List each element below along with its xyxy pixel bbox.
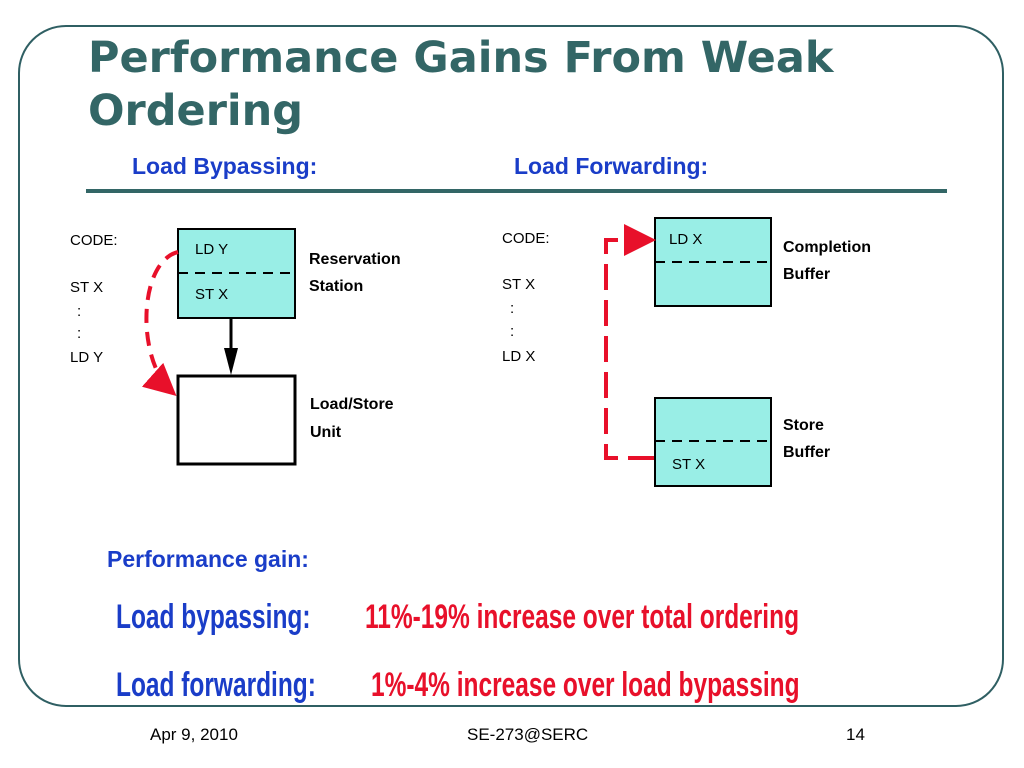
- forwarding-code-line-2: :: [510, 300, 514, 317]
- store-buffer-label-line-2: Buffer: [783, 444, 830, 461]
- load-forwarding-heading: Load Forwarding:: [514, 153, 709, 179]
- load-forwarding-gain-value: 1%-4% increase over load bypassing: [371, 666, 800, 704]
- bypassing-code-line-4: LD Y: [70, 349, 103, 366]
- forwarding-code-header: CODE:: [502, 230, 550, 247]
- store-buffer: ST X: [654, 397, 772, 487]
- footer-course: SE-273@SERC: [467, 725, 589, 744]
- store-entry-st: ST X: [672, 456, 705, 473]
- load-store-unit-label-line-1: Load/Store: [310, 396, 394, 413]
- performance-gain-heading: Performance gain:: [107, 546, 309, 572]
- load-forwarding-gain-label: Load forwarding:: [116, 666, 316, 704]
- bypassing-code-header: CODE:: [70, 232, 118, 249]
- reservation-station: LD Y ST X: [177, 228, 296, 319]
- slide-title: Performance Gains From Weak Ordering: [88, 33, 834, 136]
- forwarding-code-line-3: :: [510, 323, 514, 340]
- reservation-station-label-line-2: Station: [309, 278, 363, 295]
- load-bypassing-gain-label: Load bypassing:: [116, 598, 311, 636]
- bypass-arrow: [141, 250, 179, 396]
- footer-date: Apr 9, 2010: [150, 725, 238, 744]
- load-bypassing-heading: Load Bypassing:: [132, 153, 318, 179]
- completion-buffer: LD X: [654, 217, 772, 307]
- forwarding-code-listing: CODE: ST X : : LD X: [502, 230, 550, 365]
- bypassing-code-line-1: ST X: [70, 279, 103, 296]
- forwarding-code-line-1: ST X: [502, 276, 535, 293]
- bypassing-code-line-3: :: [77, 325, 81, 342]
- reservation-station-label-line-1: Reservation: [309, 251, 401, 268]
- load-store-unit-label-line-2: Unit: [310, 424, 342, 441]
- completion-entry-ld: LD X: [669, 231, 702, 248]
- forward-arrow: [604, 224, 656, 460]
- completion-buffer-label-line-1: Completion: [783, 239, 871, 256]
- load-store-unit-box: [176, 374, 297, 466]
- reservation-entry-st: ST X: [195, 286, 228, 303]
- store-buffer-label-line-1: Store: [783, 417, 824, 434]
- completion-buffer-label-line-2: Buffer: [783, 266, 830, 283]
- title-divider: [86, 189, 947, 193]
- load-bypassing-gain-value: 11%-19% increase over total ordering: [365, 598, 800, 636]
- forwarding-code-line-4: LD X: [502, 348, 535, 365]
- bypassing-code-line-2: :: [77, 303, 81, 320]
- bypassing-code-listing: CODE: ST X : : LD Y: [70, 232, 118, 366]
- slide-frame: [18, 25, 1004, 707]
- reservation-entry-ld: LD Y: [195, 241, 228, 258]
- station-to-unit-arrow: [224, 318, 238, 375]
- footer-page-number: 14: [846, 725, 865, 744]
